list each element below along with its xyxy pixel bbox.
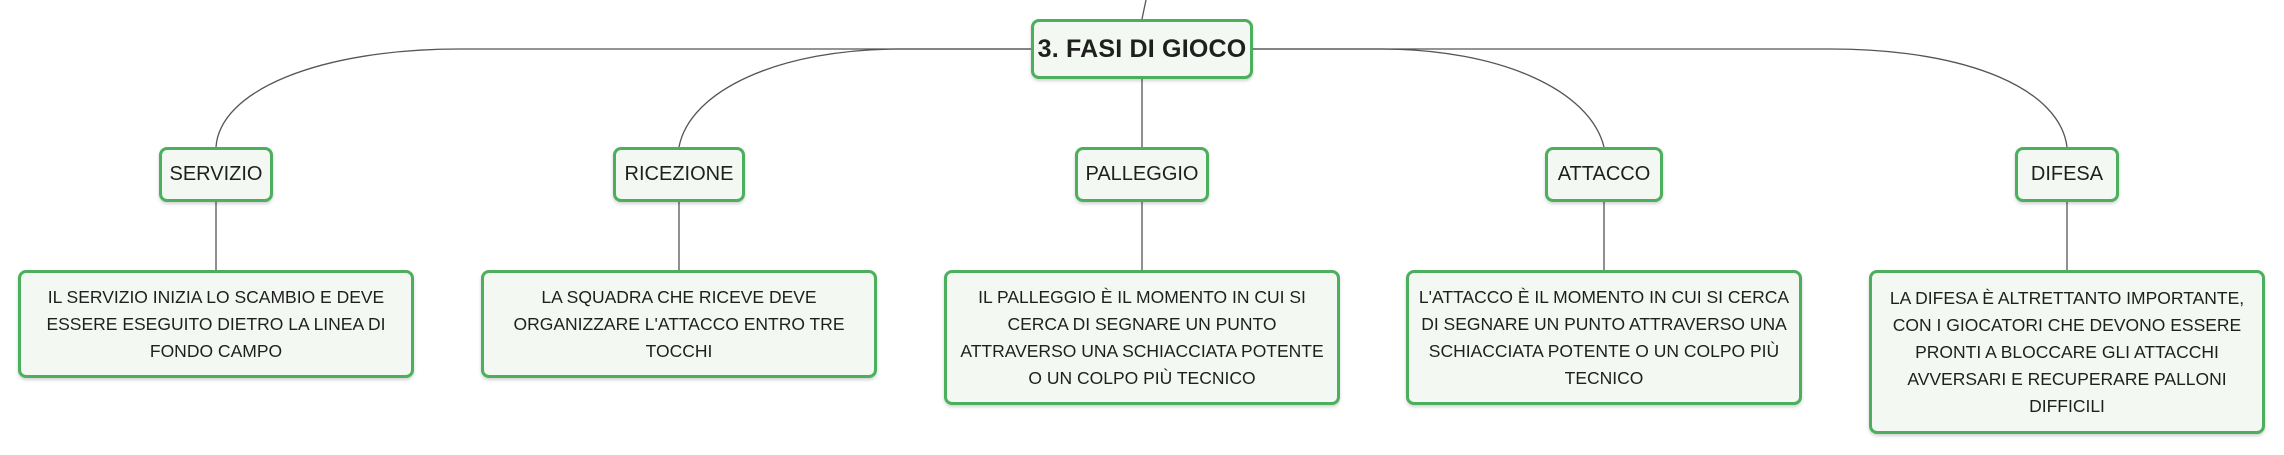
desc-servizio-text: IL SERVIZIO INIZIA LO SCAMBIO E DEVE ESS… xyxy=(46,286,386,361)
phase-difesa-label: DIFESA xyxy=(2030,163,2104,185)
desc-ricezione[interactable]: LA SQUADRA CHE RICEVE DEVE ORGANIZZARE L… xyxy=(481,270,877,378)
connector-root-difesa xyxy=(1253,48,2068,148)
desc-servizio[interactable]: IL SERVIZIO INIZIA LO SCAMBIO E DEVE ESS… xyxy=(18,270,414,378)
phase-ricezione-label: RICEZIONE xyxy=(624,163,734,185)
phase-palleggio-label: PALLEGGIO xyxy=(1085,163,1199,185)
desc-palleggio[interactable]: IL PALLEGGIO È IL MOMENTO IN CUI SI CERC… xyxy=(944,270,1340,405)
connector-root-attacco xyxy=(1253,48,1605,148)
phase-attacco-label: ATTACCO xyxy=(1557,163,1651,185)
phase-palleggio[interactable]: PALLEGGIO xyxy=(1075,147,1209,202)
desc-difesa-text: LA DIFESA È ALTRETTANTO IMPORTANTE, CON … xyxy=(1889,287,2245,416)
desc-difesa[interactable]: LA DIFESA È ALTRETTANTO IMPORTANTE, CON … xyxy=(1869,270,2265,434)
phase-attacco[interactable]: ATTACCO xyxy=(1545,147,1663,202)
desc-ricezione-text: LA SQUADRA CHE RICEVE DEVE ORGANIZZARE L… xyxy=(513,286,845,361)
desc-attacco-text: L'ATTACCO È IL MOMENTO IN CUI SI CERCA D… xyxy=(1418,286,1790,388)
connector-root-servizio xyxy=(215,48,1031,148)
connector-root-ricezione xyxy=(678,48,1031,148)
root-topic[interactable]: 3. FASI DI GIOCO xyxy=(1031,19,1253,79)
root-topic-label: 3. FASI DI GIOCO xyxy=(1037,34,1247,63)
phase-ricezione[interactable]: RICEZIONE xyxy=(613,147,745,202)
desc-palleggio-text: IL PALLEGGIO È IL MOMENTO IN CUI SI CERC… xyxy=(960,286,1324,388)
phase-difesa[interactable]: DIFESA xyxy=(2015,147,2119,202)
connector-parent xyxy=(1141,0,1147,20)
phase-servizio-label: SERVIZIO xyxy=(169,163,263,185)
phase-servizio[interactable]: SERVIZIO xyxy=(159,147,273,202)
desc-attacco[interactable]: L'ATTACCO È IL MOMENTO IN CUI SI CERCA D… xyxy=(1406,270,1802,405)
